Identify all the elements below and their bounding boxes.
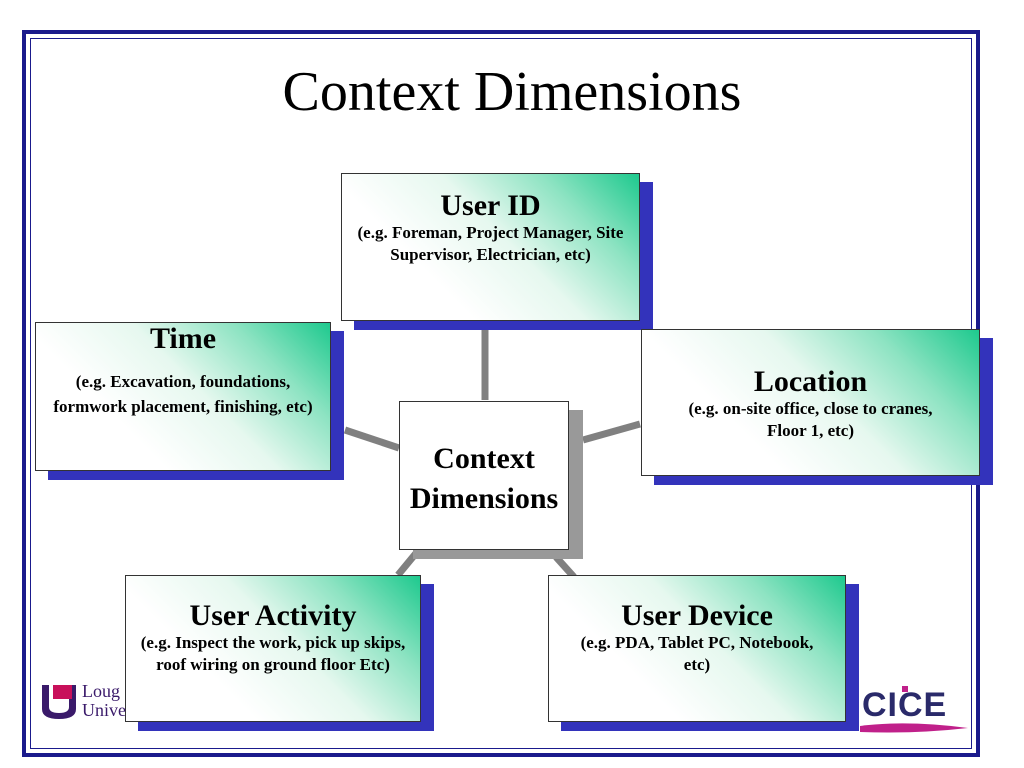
box-location-heading: Location [753,365,868,398]
box-user-activity-description: (e.g. Inspect the work, pick up skips, r… [140,633,406,674]
connector-user-activity [395,549,420,578]
box-time: Time (e.g. Excavation, foundations, form… [35,322,331,471]
box-user-device-heading: User Device [621,599,773,632]
box-location: Location (e.g. on-site office, close to … [641,329,980,476]
connector-user-device [553,554,577,580]
connector-time [343,426,401,452]
box-time-heading: Time [149,322,217,355]
university-logo-text: Loug Unive [82,682,126,720]
center-node: Context Dimensions [399,401,569,550]
connector-location [582,420,641,444]
box-user-id-description: (e.g. Foreman, Project Manager, Site Sup… [357,223,624,264]
box-user-device: User Device (e.g. PDA, Tablet PC, Notebo… [548,575,846,722]
slide-title: Context Dimensions [282,61,742,123]
box-location-description: (e.g. on-site office, close to cranes, F… [688,399,933,440]
university-shield-icon [42,685,76,719]
cice-logo: CICE [856,682,972,734]
cice-logo-text: CICE [862,686,948,724]
box-user-device-description: (e.g. PDA, Tablet PC, Notebook, etc) [580,633,814,674]
center-node-line2: Dimensions [409,482,559,515]
university-logo-line1: Loug [82,681,120,701]
university-logo-line2: Unive [82,700,126,720]
box-user-activity: User Activity (e.g. Inspect the work, pi… [125,575,421,722]
box-user-id-heading: User ID [440,189,541,222]
box-user-id: User ID (e.g. Foreman, Project Manager, … [341,173,640,321]
box-time-description: (e.g. Excavation, foundations, formwork … [53,372,313,416]
center-node-line1: Context [433,442,535,475]
box-user-activity-heading: User Activity [189,599,357,632]
cice-swoosh-icon [860,686,968,733]
